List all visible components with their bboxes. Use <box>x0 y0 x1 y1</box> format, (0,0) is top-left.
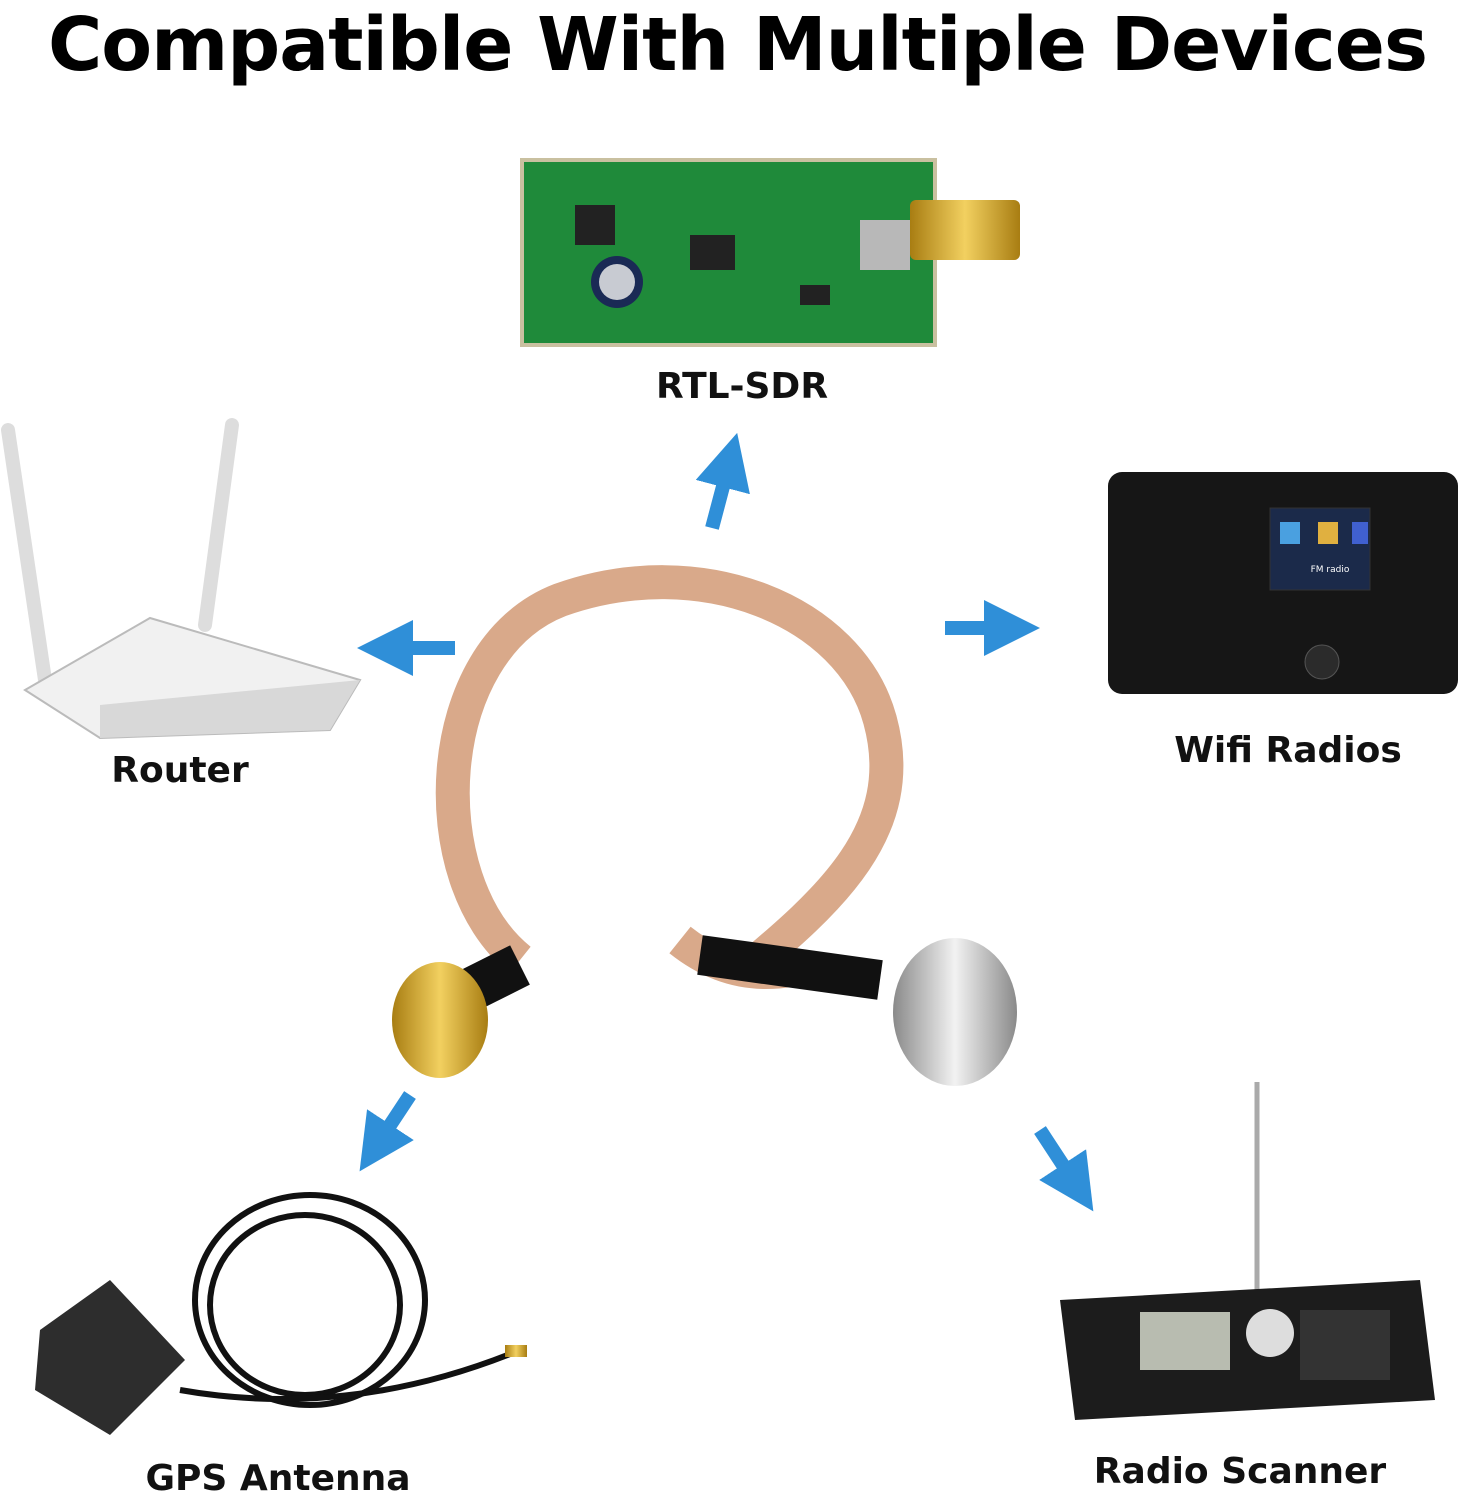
arrow-down-left-icon <box>359 1091 416 1172</box>
router-image <box>1 418 362 740</box>
gps-antenna-image <box>35 1192 527 1435</box>
label-rtl-sdr: RTL-SDR <box>655 366 829 407</box>
sma-to-f-cable-image <box>392 565 1017 1086</box>
rtl-sdr-image <box>520 158 1020 347</box>
radio-scanner-image <box>1060 1082 1435 1420</box>
page-title: Compatible With Multiple Devices <box>47 2 1428 88</box>
radio-screen-text: FM radio <box>1311 565 1350 575</box>
wifi-radio-image <box>1108 472 1458 694</box>
label-radio-scanner: Radio Scanner <box>1093 1451 1387 1492</box>
label-wifi-radios: Wifi Radios <box>1174 730 1402 771</box>
arrow-down-right-icon <box>1034 1126 1094 1212</box>
label-router: Router <box>111 750 249 791</box>
label-gps-antenna: GPS Antenna <box>145 1458 411 1499</box>
arrow-up-icon <box>695 432 750 530</box>
